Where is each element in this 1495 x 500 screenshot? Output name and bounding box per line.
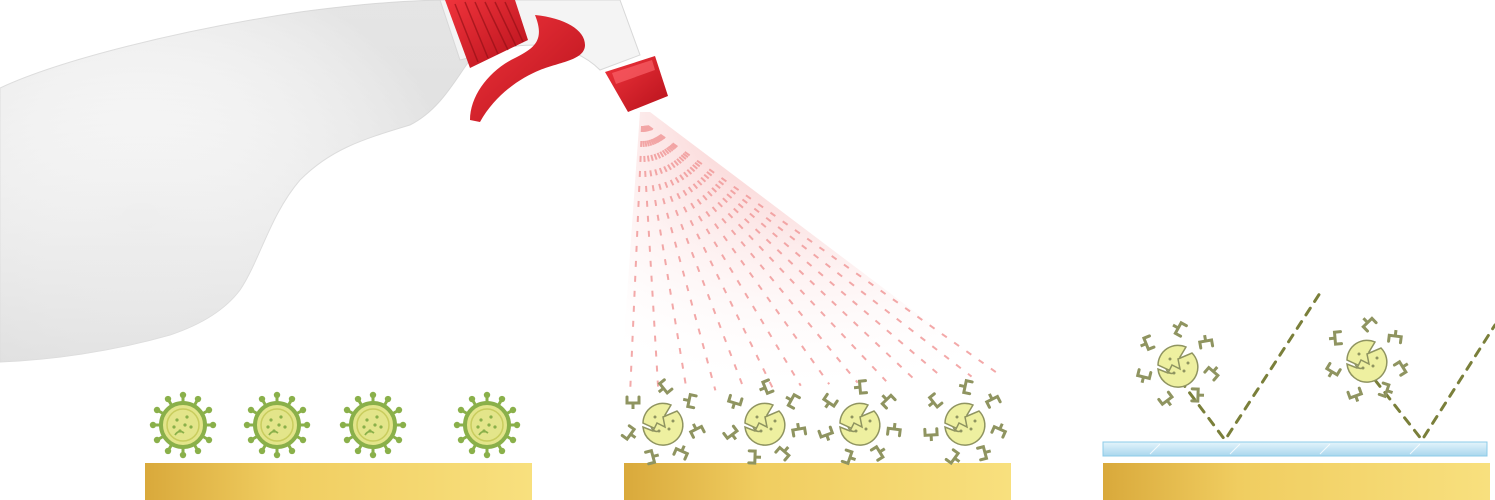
intact-virus-group [150, 392, 520, 458]
bounce-path [1375, 325, 1495, 440]
broken-virus-icon [724, 380, 806, 463]
broken-virus-icon [1136, 320, 1222, 409]
bounce-path [1180, 290, 1322, 440]
broken-virus-icon [1324, 314, 1411, 403]
broken-virus-icon [925, 379, 1008, 466]
virus-icon [454, 392, 520, 458]
spray-bottle-icon [0, 0, 668, 362]
surface-bar [624, 463, 1011, 500]
surface-bar [1103, 463, 1490, 500]
surface-bars [145, 442, 1490, 500]
bounce-paths [1180, 290, 1495, 440]
protective-coating-layer [1103, 442, 1487, 456]
virus-icon [150, 392, 216, 458]
broken-virus-icon [819, 381, 901, 466]
surface-bar [145, 463, 532, 500]
virus-icon [340, 392, 406, 458]
virus-icon [244, 392, 310, 458]
spray-mist [620, 112, 1005, 395]
